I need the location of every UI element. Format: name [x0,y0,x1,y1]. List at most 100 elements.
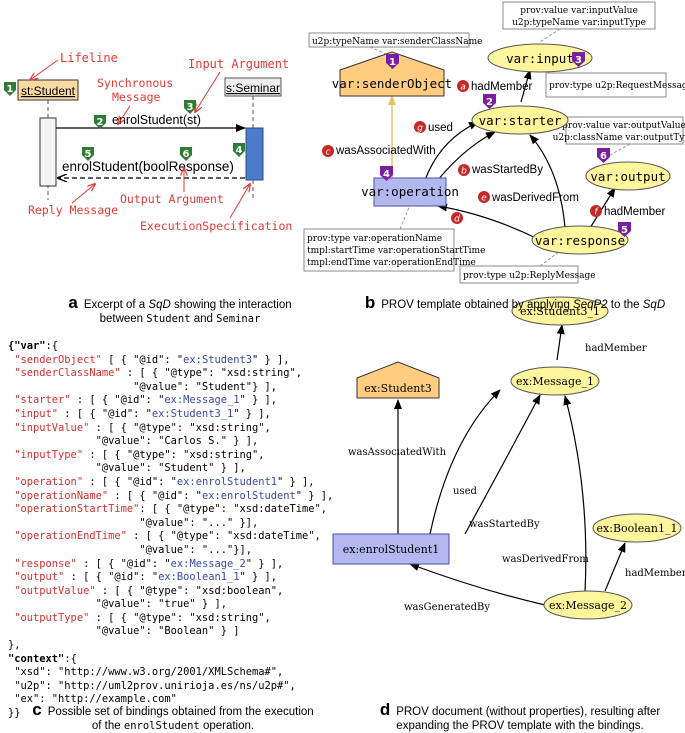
note-sender-text: u2p:typeName var:senderClassName [312,37,482,47]
code-token: : [ { "@type": "xsd:boolean", [95,584,284,597]
note-starter-text: prov:type u2p:RequestMessage [549,81,685,91]
panel-a-sequence-diagram: st:Student s:Seminar enrolStudent(st) en… [4,51,292,233]
node-operation-label: var:operation [361,184,459,199]
code-token: "outputValue" [8,584,96,597]
d-edge-hadmember-2 [604,542,626,592]
d-node-student3-1-label: ex:Student3_1 [520,305,600,318]
code-line: "ex": "http://example.com" [8,693,338,707]
d-node-message2-label: ex:Message_2 [549,599,627,612]
code-token: "ex": "http://example.com" [8,693,177,706]
d-node-boolean1-label: ex:Boolean1_1 [597,522,678,535]
code-token: "context" [8,652,65,665]
code-token: "operationStartTime" [8,503,140,516]
code-line: "senderClassName" : [ { "@type": "xsd:st… [8,367,338,381]
node-operation [373,177,447,207]
caption-c-text3: operation. [202,720,255,732]
caption-d-text2: expanding the PROV template with the bin… [396,720,644,732]
note-output-text-1: prov:value var:outputValue [562,121,685,131]
edge-hadmember-2 [589,187,616,229]
note-output-box [565,116,684,145]
edge-generatedby [437,203,541,241]
caption-c-letter: c [32,700,42,719]
lifeline-pointer [30,59,59,80]
student-activation [39,117,57,187]
d-node-student3-label: ex:Student3 [364,382,432,395]
code-line: "input" : [ { "@id": "ex:Student3_1" } ]… [8,408,338,422]
caption-d-text1: PROV document (without properties), resu… [396,706,661,718]
code-token: "input" [8,407,59,420]
caption-c-code: enrolStudent [123,720,200,732]
note-response-text: prov:type u2p:ReplyMessage [463,271,596,281]
input-argument-pointer [195,71,221,112]
d-edge-started [464,394,541,535]
edge-hadmember-1-label: hadMember [471,81,533,93]
code-token: : [ { "@id": " [58,407,152,420]
code-token: "@value": "Student"} ], [8,380,277,393]
letter-f-label: f [594,208,599,218]
code-token: [ { "@id": " [101,353,184,366]
code-token: : [ { "@type": "xsd:string", [120,367,303,380]
purple-badge-3-icon: 3 [572,52,585,67]
code-token: : [ { "@id": " [83,475,177,488]
code-line: "outputType" : [ { "@type": "xsd:string"… [8,612,338,626]
code-token: "@value": "..."}], [8,543,252,556]
letter-d-label: d [454,215,460,225]
code-token: " } ], [252,353,290,366]
code-token: : [ { "@id": " [108,489,202,502]
purple-badge-4-label: 4 [383,169,390,180]
node-starter [471,105,569,135]
edge-derivedfrom-label: wasDerivedFrom [491,192,579,204]
badge-6-label: 6 [183,149,190,160]
code-token: " } ], [245,557,284,570]
letter-c-label: c [326,148,331,158]
note-input-link [539,28,561,43]
sync-annotation-1: Synchronous [97,76,173,90]
note-response-link [539,250,561,267]
letter-f-icon: f [590,205,602,218]
letter-g-label: g [417,124,423,134]
code-line: {"var":{ [8,340,338,354]
d-edge-hadmember-1-label: hadMember [585,343,647,354]
code-line: "@value": "Student"} ], [8,381,338,395]
code-token: "output" [8,571,65,584]
purple-badge-5-icon: 5 [618,222,631,237]
code-token: "inputType" [8,448,84,461]
letter-d-icon: d [451,212,463,225]
d-edge-derived-label: wasDerivedFrom [502,554,589,565]
code-token: : [ { "@type": "xsd:dateTime", [126,530,321,543]
caption-c-text1: Possible set of bindings obtained from t… [47,706,314,718]
purple-badge-6-label: 6 [600,151,607,162]
badge-2-label: 2 [97,117,104,128]
node-input-label: var:input [506,51,574,66]
letter-b-label: b [461,167,467,177]
caption-b-seqp2: SeqP2 [573,299,608,311]
caption-a-seminar: Seminar [216,313,261,325]
edge-associated-label: wasAssociatedWith [335,145,436,157]
panel-b-prov-template: u2p:typeName var:senderClassName prov:va… [303,1,685,284]
code-token: : [ { "@id": " [64,571,159,584]
code-line: "inputValue" : [ { "@type": "xsd:string"… [8,422,338,436]
code-line: "@value": "Boolean" } ] [8,625,338,639]
edge-used [424,121,479,181]
code-token: " } ], [277,475,315,488]
node-output [585,161,671,191]
caption-b-text1: PROV template obtained by applying [381,299,570,311]
purple-badge-2-label: 2 [486,97,493,108]
code-token: "xsd": "http://www.w3.org/2001/XMLSchema… [8,666,284,679]
d-node-student3 [356,361,440,399]
letter-a-icon: a [457,80,469,93]
edge-startedby-label: wasStartedBy [471,164,543,176]
code-token: {"var" [8,340,46,352]
purple-badge-6-icon: 6 [597,148,610,163]
d-node-student3-1 [511,296,609,326]
node-response-label: var:response [535,233,625,248]
d-edge-generated [409,563,546,606]
purple-badge-4-icon: 4 [380,166,393,181]
d-edge-hadmember-1 [556,324,565,361]
note-operation-box [303,228,455,272]
caption-a-text1: Excerpt of a [83,299,146,311]
caption-a-sqd: SqD [148,299,171,311]
code-token: ex:Student3_1 [151,407,234,420]
